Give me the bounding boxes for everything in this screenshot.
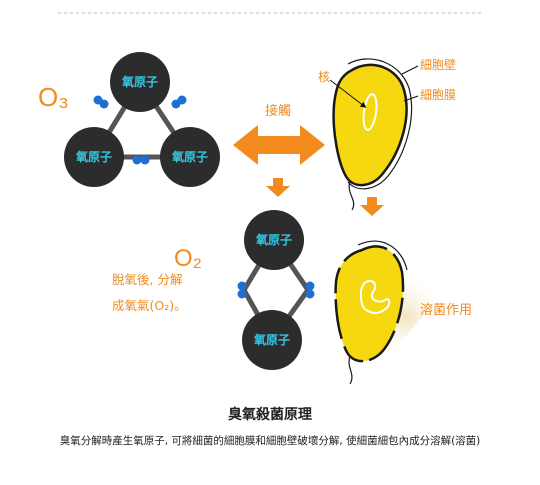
oxygen-atom bbox=[160, 127, 220, 187]
ozone-molecule: 氧原子 氧原子 氧原子 bbox=[64, 52, 220, 187]
cell-membrane-label: 細胞膜 bbox=[420, 88, 456, 102]
bacterium-intact bbox=[332, 58, 413, 211]
atom-label: 氧原子 bbox=[255, 232, 292, 247]
atom-label: 氧原子 bbox=[121, 74, 158, 89]
atom-label: 氧原子 bbox=[171, 149, 208, 164]
bond-node bbox=[171, 95, 187, 109]
contact-label: 接觸 bbox=[265, 103, 291, 119]
broken-cell-wall bbox=[357, 240, 408, 271]
dissolving-nucleus bbox=[359, 280, 391, 314]
atom-label: 氧原子 bbox=[253, 332, 290, 347]
cell-wall bbox=[347, 58, 413, 190]
decompose-text-line1: 脫氧後, 分解 bbox=[112, 272, 182, 287]
o2-label: O₂ bbox=[174, 245, 202, 272]
bond-node bbox=[93, 95, 109, 109]
cell-membrane bbox=[332, 63, 408, 187]
flagellum bbox=[348, 181, 355, 211]
diagram-description: 臭氧分解時產生氧原子, 可將細菌的細胞膜和細胞壁破壞分解, 使細菌細包內成分溶解… bbox=[59, 435, 481, 447]
diagram-title: 臭氧殺菌原理 bbox=[228, 407, 312, 423]
oxygen-molecule: 氧原子 氧原子 bbox=[237, 210, 315, 370]
cell-wall-pointer bbox=[401, 65, 419, 75]
bond-node bbox=[237, 281, 247, 299]
broken-cell bbox=[334, 245, 405, 363]
oxygen-atom bbox=[110, 52, 170, 112]
cell-wall-label: 細胞壁 bbox=[420, 57, 456, 72]
down-arrow-left bbox=[266, 178, 290, 197]
oxygen-atom bbox=[244, 210, 304, 270]
nucleus-pointer bbox=[329, 79, 367, 108]
oxygen-atom bbox=[242, 310, 302, 370]
nucleus-label: 核 bbox=[318, 70, 330, 84]
bacterium-lysing bbox=[334, 240, 450, 385]
o3-label: O₃ bbox=[38, 82, 69, 112]
cell-membrane-pointer bbox=[403, 95, 419, 102]
oxygen-atom bbox=[64, 127, 124, 187]
down-arrow-right bbox=[360, 197, 384, 216]
nucleus bbox=[362, 93, 378, 131]
bond-node bbox=[305, 281, 315, 299]
bond-node bbox=[132, 155, 150, 165]
lysis-label: 溶菌作用 bbox=[420, 303, 472, 318]
decompose-text-line2: 成氧氣(O₂)。 bbox=[112, 298, 187, 313]
atom-label: 氧原子 bbox=[75, 149, 112, 164]
bidirectional-arrow bbox=[233, 125, 325, 165]
flagellum bbox=[348, 355, 353, 385]
